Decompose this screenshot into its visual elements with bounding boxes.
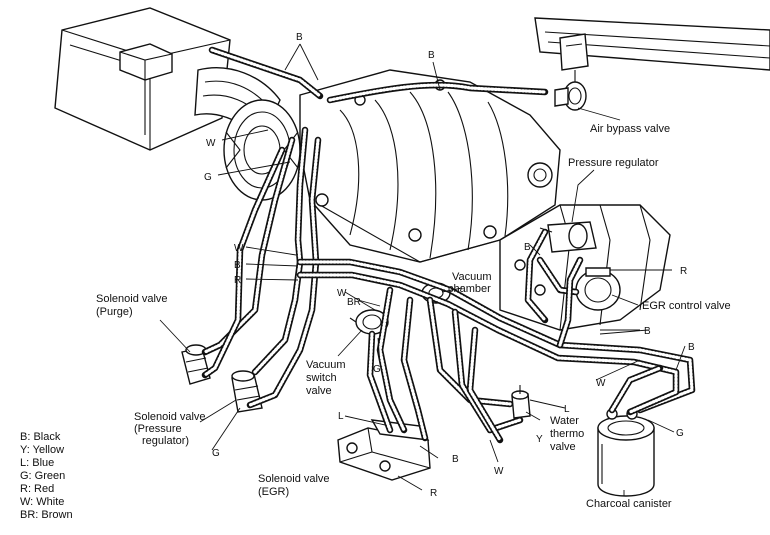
label-vacuum-chamber: chamber: [448, 283, 491, 295]
label-solenoid-valve-pressure-regulator: regulator): [142, 435, 189, 447]
label-air-bypass-valve: Air bypass valve: [590, 123, 670, 135]
label-egr-control-valve: EGR control valve: [642, 300, 731, 312]
hose-letter-y: Y: [536, 434, 543, 445]
label-pressure-regulator: Pressure regulator: [568, 157, 659, 169]
hose-letter-b: B: [296, 32, 303, 43]
hose-letter-b: B: [688, 342, 695, 353]
label-vacuum-switch-valve: valve: [306, 385, 332, 397]
hose-letter-b: B: [428, 50, 435, 61]
egr-control-valve: [575, 267, 621, 311]
hose-letter-l: L: [338, 411, 344, 422]
hose-letters: B B W G W B R W BR G B R B B W L Y G L G…: [204, 32, 695, 499]
hose-letter-b: B: [524, 242, 531, 253]
legend-item: G: Green: [20, 470, 65, 482]
air-cleaner: [54, 7, 231, 151]
air-bypass-valve: [554, 33, 589, 111]
legend-item: Y: Yellow: [20, 444, 64, 456]
hose-letter-l: L: [564, 404, 570, 415]
vacuum-switch-valve: [349, 309, 389, 335]
hose-letter-w: W: [234, 243, 244, 254]
label-charcoal-canister: Charcoal canister: [586, 498, 672, 510]
intake-manifold: [299, 69, 561, 263]
hose-letter-b: B: [234, 260, 241, 271]
hose-letter-g: G: [373, 364, 381, 375]
label-solenoid-valve-pressure-regulator: (Pressure: [134, 423, 182, 435]
label-vacuum-switch-valve: switch: [306, 372, 337, 384]
label-solenoid-valve-egr: (EGR): [258, 486, 289, 498]
legend-item: BR: Brown: [20, 509, 73, 521]
label-vacuum-switch-valve: Vacuum: [306, 359, 346, 371]
legend-item: R: Red: [20, 483, 54, 495]
component-labels: Air bypass valve Pressure regulator EGR …: [96, 123, 731, 510]
legend-item: L: Blue: [20, 457, 54, 469]
hose-letter-w: W: [494, 466, 504, 477]
leader-lines: [159, 43, 686, 496]
water-thermo-valve: [511, 385, 531, 419]
hose-letter-r: R: [680, 266, 687, 277]
charcoal-canister: [597, 408, 655, 497]
label-vacuum-chamber: Vacuum: [452, 271, 492, 283]
hose-letter-g: G: [212, 448, 220, 459]
label-solenoid-valve-purge: (Purge): [96, 306, 133, 318]
color-legend: B: Black Y: Yellow L: Blue G: Green R: R…: [20, 431, 73, 521]
hose-letter-br: BR: [347, 297, 361, 308]
vacuum-hoses: [201, 46, 696, 444]
label-solenoid-valve-purge: Solenoid valve: [96, 293, 168, 305]
solenoid-valve-egr: [337, 419, 431, 481]
hose-letter-w: W: [596, 378, 606, 389]
label-water-thermo-valve: valve: [550, 441, 576, 453]
label-solenoid-valve-pressure-regulator: Solenoid valve: [134, 411, 206, 423]
label-water-thermo-valve: Water: [550, 415, 579, 427]
label-water-thermo-valve: thermo: [550, 428, 584, 440]
hose-letter-b: B: [452, 454, 459, 465]
hose-letter-g: G: [676, 428, 684, 439]
legend-item: W: White: [20, 496, 64, 508]
hose-letter-b: B: [644, 326, 651, 337]
hose-letter-r: R: [430, 488, 437, 499]
hose-letter-r: R: [234, 275, 241, 286]
pressure-regulator: [539, 221, 597, 253]
legend-item: B: Black: [20, 431, 61, 443]
hose-letter-g: G: [204, 172, 212, 183]
label-solenoid-valve-egr: Solenoid valve: [258, 473, 330, 485]
hose-letter-w: W: [337, 288, 347, 299]
hose-letter-w: W: [206, 138, 216, 149]
